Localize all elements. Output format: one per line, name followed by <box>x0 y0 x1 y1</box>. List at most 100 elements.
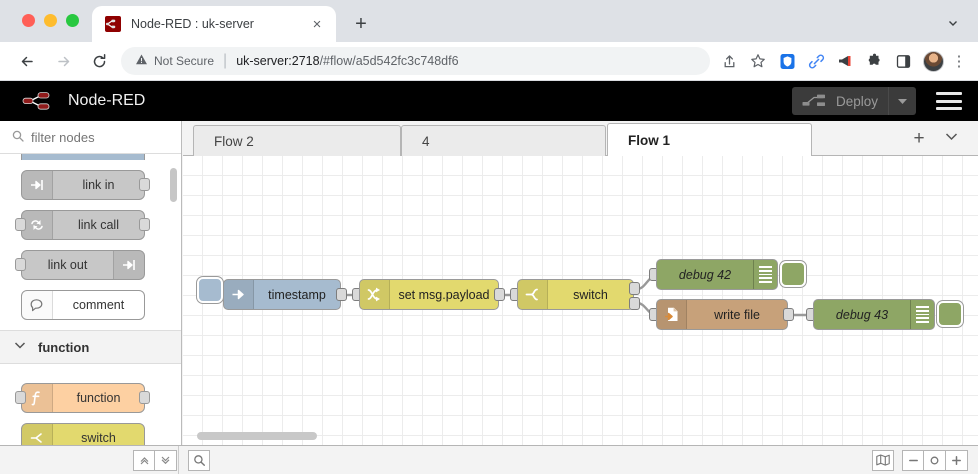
switch-node[interactable]: switch <box>517 279 634 310</box>
file-write-output-port[interactable] <box>783 308 794 321</box>
palette-search-bar[interactable] <box>0 121 181 154</box>
palette-node-link-out[interactable]: link out <box>21 250 145 280</box>
palette-node-function[interactable]: function <box>21 383 145 413</box>
zoom-out-button[interactable] <box>902 449 924 471</box>
collapse-all-button[interactable] <box>133 449 155 471</box>
palette-node-label: switch <box>81 431 116 445</box>
search-flows-button[interactable] <box>188 449 210 471</box>
debug-node-42[interactable]: debug 42 <box>656 259 778 290</box>
debug-lines-icon <box>753 260 777 289</box>
comment-icon <box>22 291 53 319</box>
palette-category-label: function <box>38 339 90 355</box>
hamburger-menu-icon[interactable] <box>936 92 962 110</box>
tab-list-chevron-down-icon[interactable] <box>942 12 964 34</box>
expand-all-button[interactable] <box>155 449 177 471</box>
palette-node-partial-switch[interactable]: switch <box>21 423 145 446</box>
node-label: debug 42 <box>678 267 732 282</box>
canvas-view-controls <box>872 449 968 471</box>
palette-port-in[interactable] <box>15 391 26 404</box>
minimize-window-button[interactable] <box>44 14 57 27</box>
node-red-logo-icon <box>22 90 58 112</box>
not-secure-warning-icon <box>135 53 148 69</box>
node-label: timestamp <box>268 287 326 302</box>
zoom-reset-button[interactable] <box>924 449 946 471</box>
inject-node[interactable]: timestamp <box>223 279 341 310</box>
chrome-menu-kebab-icon[interactable]: ⋮ <box>951 52 967 70</box>
file-write-node[interactable]: write file <box>656 299 788 330</box>
debug-42-toggle-button[interactable] <box>780 261 806 287</box>
inject-trigger-button[interactable] <box>197 277 223 303</box>
browser-tab-title: Node-RED : uk-server <box>131 17 254 31</box>
maximize-window-button[interactable] <box>66 14 79 27</box>
profile-avatar[interactable] <box>923 50 944 72</box>
sidebar-collapse-controls <box>133 449 177 471</box>
switch-icon <box>518 280 548 309</box>
switch-output-port-2[interactable] <box>629 297 640 310</box>
new-tab-button[interactable]: + <box>355 12 367 35</box>
palette-node-label: comment <box>72 298 125 312</box>
address-bar[interactable]: Not Secure | uk-server:2718 /#flow/a5d54… <box>121 47 710 75</box>
sidepanel-icon[interactable] <box>890 48 916 74</box>
palette-port-in[interactable] <box>15 218 26 231</box>
close-window-button[interactable] <box>22 14 35 27</box>
change-node[interactable]: set msg.payload <box>359 279 499 310</box>
close-tab-button[interactable]: × <box>312 15 322 33</box>
palette-node-label: link in <box>82 178 115 192</box>
palette-port-out[interactable] <box>139 178 150 191</box>
filter-nodes-input[interactable] <box>31 129 161 145</box>
palette-node-list[interactable]: link in link call link out <box>0 154 181 446</box>
palette-node-link-call[interactable]: link call <box>21 210 145 240</box>
shield-extension-icon[interactable] <box>774 48 800 74</box>
canvas-horizontal-scrollbar[interactable] <box>197 432 317 440</box>
switch-output-port-1[interactable] <box>629 282 640 295</box>
deploy-button[interactable]: Deploy <box>791 87 916 115</box>
share-icon[interactable] <box>716 48 742 74</box>
zoom-in-button[interactable] <box>946 449 968 471</box>
flow-list-chevron-down-icon[interactable] <box>940 132 962 144</box>
add-flow-button[interactable]: + <box>913 128 925 149</box>
inject-output-port[interactable] <box>336 288 347 301</box>
palette-node-partial-top[interactable] <box>21 154 145 160</box>
palette-node-comment[interactable]: comment <box>21 290 145 320</box>
url-path: /#flow/a5d542fc3c748df6 <box>319 54 459 68</box>
node-label: switch <box>573 287 608 302</box>
palette-node-label: link call <box>78 218 119 232</box>
megaphone-extension-icon[interactable] <box>832 48 858 74</box>
switch-icon <box>22 424 53 446</box>
back-button[interactable] <box>13 47 41 75</box>
deploy-dropdown-caret-icon[interactable] <box>888 87 916 115</box>
link-call-icon <box>22 211 53 239</box>
security-status-label: Not Secure <box>154 54 215 68</box>
tab-4[interactable]: 4 <box>401 125 606 156</box>
palette-port-out[interactable] <box>139 391 150 404</box>
palette-node-link-in[interactable]: link in <box>21 170 145 200</box>
link-extension-icon[interactable] <box>803 48 829 74</box>
bookmark-star-icon[interactable] <box>745 48 771 74</box>
navigator-map-icon[interactable] <box>872 449 894 471</box>
palette-category-function[interactable]: function <box>0 330 181 364</box>
puzzle-extensions-icon[interactable] <box>861 48 887 74</box>
debug-node-43[interactable]: debug 43 <box>813 299 935 330</box>
palette-port-out[interactable] <box>139 218 150 231</box>
debug-43-toggle-button[interactable] <box>937 301 963 327</box>
deploy-button-label: Deploy <box>835 93 878 109</box>
forward-button[interactable] <box>49 47 77 75</box>
link-in-icon <box>22 171 53 199</box>
flow-grid[interactable]: timestamp set msg.payload <box>183 156 978 446</box>
palette-scrollbar[interactable] <box>170 168 177 202</box>
tab-label: 4 <box>422 133 430 149</box>
change-output-port[interactable] <box>494 288 505 301</box>
tab-flow-1[interactable]: Flow 1 <box>607 123 812 157</box>
deploy-icon <box>802 92 828 110</box>
tab-flow-2[interactable]: Flow 2 <box>193 125 401 156</box>
inject-icon <box>224 280 254 309</box>
status-bar <box>0 445 978 474</box>
chevron-down-icon <box>14 341 26 353</box>
node-label: write file <box>714 307 760 322</box>
debug-lines-icon <box>910 300 934 329</box>
reload-button[interactable] <box>85 47 113 75</box>
palette-port-in[interactable] <box>15 258 26 271</box>
browser-tab[interactable]: Node-RED : uk-server × <box>92 6 336 42</box>
browser-toolbar: Not Secure | uk-server:2718 /#flow/a5d54… <box>0 42 978 81</box>
change-icon <box>360 280 390 309</box>
